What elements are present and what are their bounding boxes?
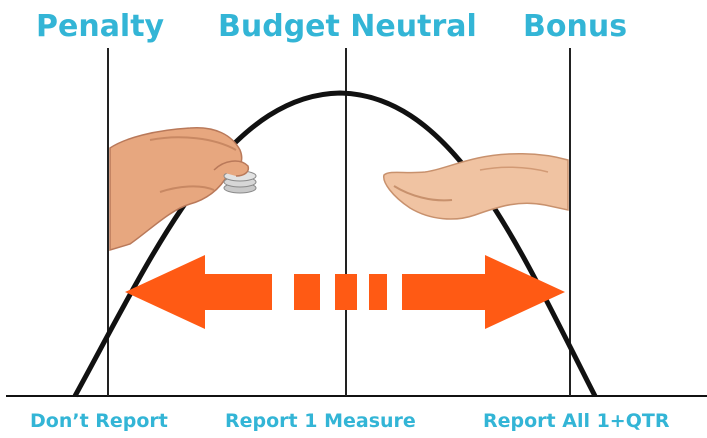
report-one-measure-label: Report 1 Measure — [225, 410, 416, 432]
report-all-label: Report All 1+QTR — [483, 410, 670, 432]
arrow-dash-1 — [294, 274, 320, 310]
arrow-right-head — [402, 255, 565, 329]
bell-curve — [72, 90, 598, 398]
budget-neutral-label: Budget Neutral — [218, 9, 477, 44]
double-arrow-icon — [125, 255, 565, 329]
arrow-left-head — [125, 255, 272, 329]
arrow-dash-3 — [369, 274, 387, 310]
dont-report-label: Don’t Report — [30, 410, 168, 432]
hand-receiving-icon — [383, 153, 569, 220]
penalty-label: Penalty — [36, 9, 165, 44]
bonus-label: Bonus — [523, 9, 628, 44]
arrow-dash-2 — [335, 274, 357, 310]
hand-giving-coins-icon — [109, 127, 257, 252]
